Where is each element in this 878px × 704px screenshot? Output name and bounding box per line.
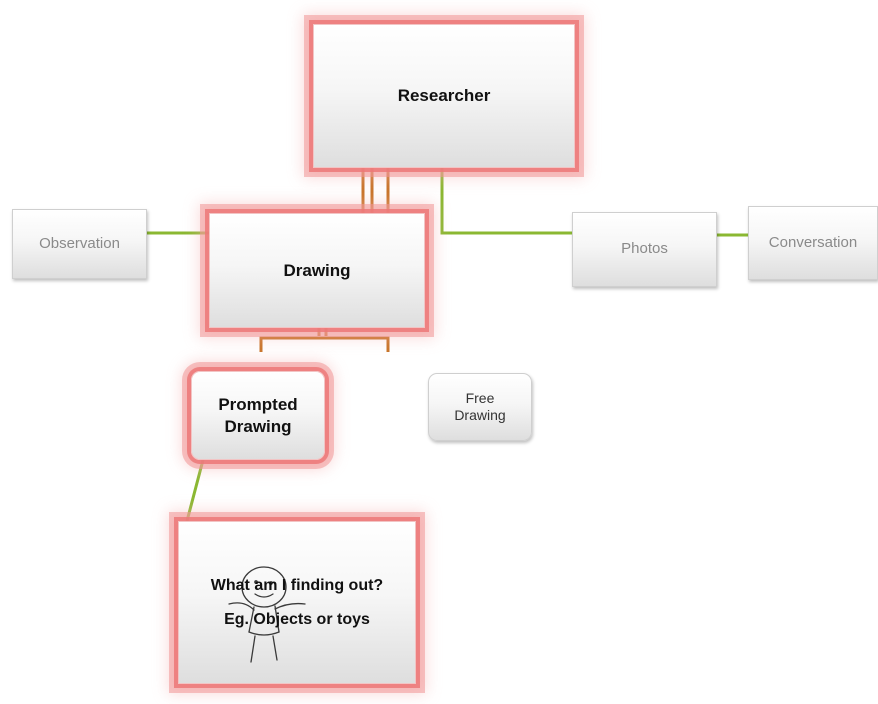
observation-node: Observation — [12, 209, 147, 279]
connector-drawing-branch — [259, 328, 390, 352]
photos-node: Photos — [572, 212, 717, 287]
conversation-node: Conversation — [748, 206, 878, 280]
prompted-drawing-node: Prompted Drawing — [191, 371, 325, 460]
question-node: What am I finding out? Eg. Objects or to… — [178, 521, 416, 684]
connector-researcher-photos — [440, 168, 572, 235]
free-drawing-node: Free Drawing — [428, 373, 532, 441]
drawing-node: Drawing — [209, 213, 425, 328]
free-drawing-label: Free Drawing — [454, 389, 506, 424]
researcher-node: Researcher — [313, 24, 575, 168]
photos-label: Photos — [621, 240, 668, 258]
conversation-label: Conversation — [768, 233, 858, 251]
drawing-label: Drawing — [283, 260, 351, 280]
researcher-label: Researcher — [397, 86, 491, 106]
question-label: What am I finding out? Eg. Objects or to… — [210, 576, 384, 628]
connector-prompted-question — [185, 459, 205, 522]
prompted-drawing-label: Prompted Drawing — [218, 395, 298, 436]
observation-label: Observation — [39, 234, 120, 252]
child-sketch-icon — [228, 566, 306, 663]
